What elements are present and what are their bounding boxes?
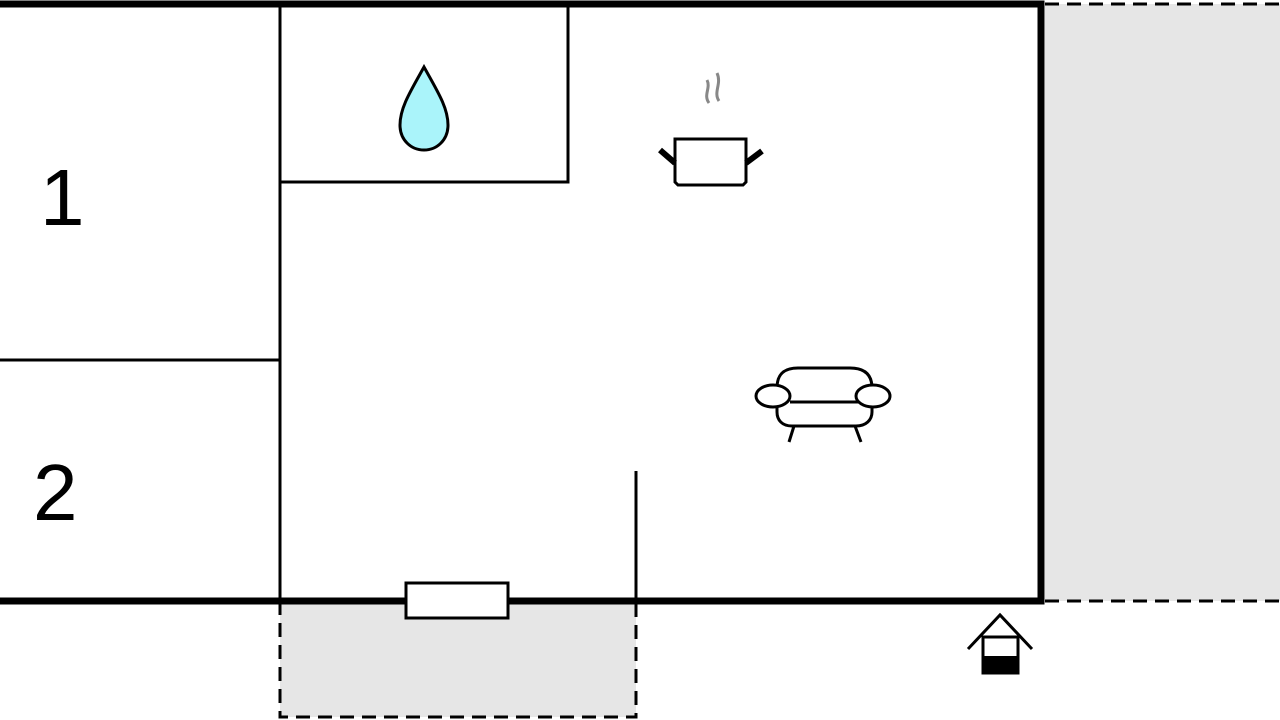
terrace-bottom-dashed-border [278, 601, 638, 719]
window-icon [404, 581, 510, 620]
terrace-bottom [280, 601, 636, 717]
terrace-right-dashed-border [1045, 2, 1280, 603]
water-drop-icon [398, 63, 450, 152]
entrance-house-icon [966, 612, 1034, 675]
bathroom-walls [280, 4, 570, 184]
room-label-1: 1 [40, 153, 85, 242]
sofa-icon [754, 366, 892, 443]
cooking-pot-icon [658, 72, 764, 187]
outer-walls [0, 0, 1045, 605]
room-label-2: 2 [33, 448, 78, 537]
terrace-right [1045, 4, 1280, 601]
